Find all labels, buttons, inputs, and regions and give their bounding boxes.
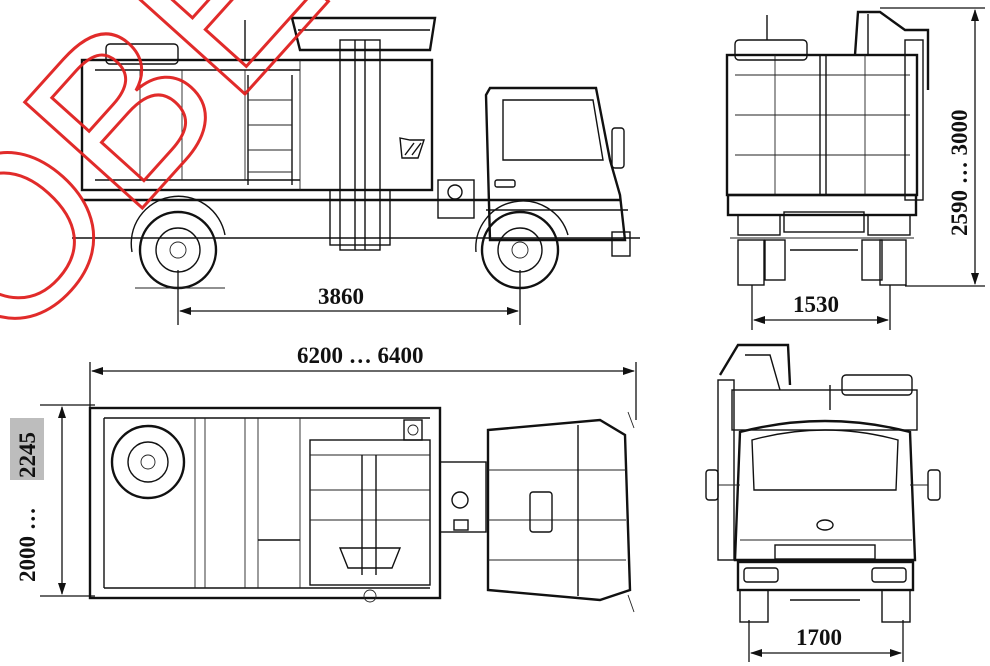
svg-text:OBERTA: OBERTA — [0, 0, 665, 388]
overall-length-dimension: 6200 … 6400 — [89, 343, 637, 420]
front-view — [705, 343, 941, 623]
wheelbase-dimension: 3860 — [177, 270, 521, 325]
width-highlight — [10, 418, 44, 480]
width-label-low: 2000 … — [15, 507, 40, 582]
overall-length-label: 6200 … 6400 — [297, 343, 424, 368]
rear-track-label: 1530 — [793, 292, 839, 317]
height-label: 2590 … 3000 — [947, 110, 972, 237]
rear-view — [725, 10, 930, 286]
watermark: OBERTA — [0, 0, 667, 389]
front-track-dimension: 1700 — [748, 620, 904, 662]
wheelbase-label: 3860 — [318, 284, 364, 309]
width-label-high: 2245 — [15, 432, 40, 478]
side-view — [72, 16, 640, 290]
front-track-label: 1700 — [796, 625, 842, 650]
rear-track-dimension: 1530 — [751, 285, 891, 330]
top-view — [88, 406, 635, 613]
height-dimension: 2590 … 3000 — [880, 7, 985, 287]
width-dimension: 2245 2000 … — [10, 404, 95, 597]
